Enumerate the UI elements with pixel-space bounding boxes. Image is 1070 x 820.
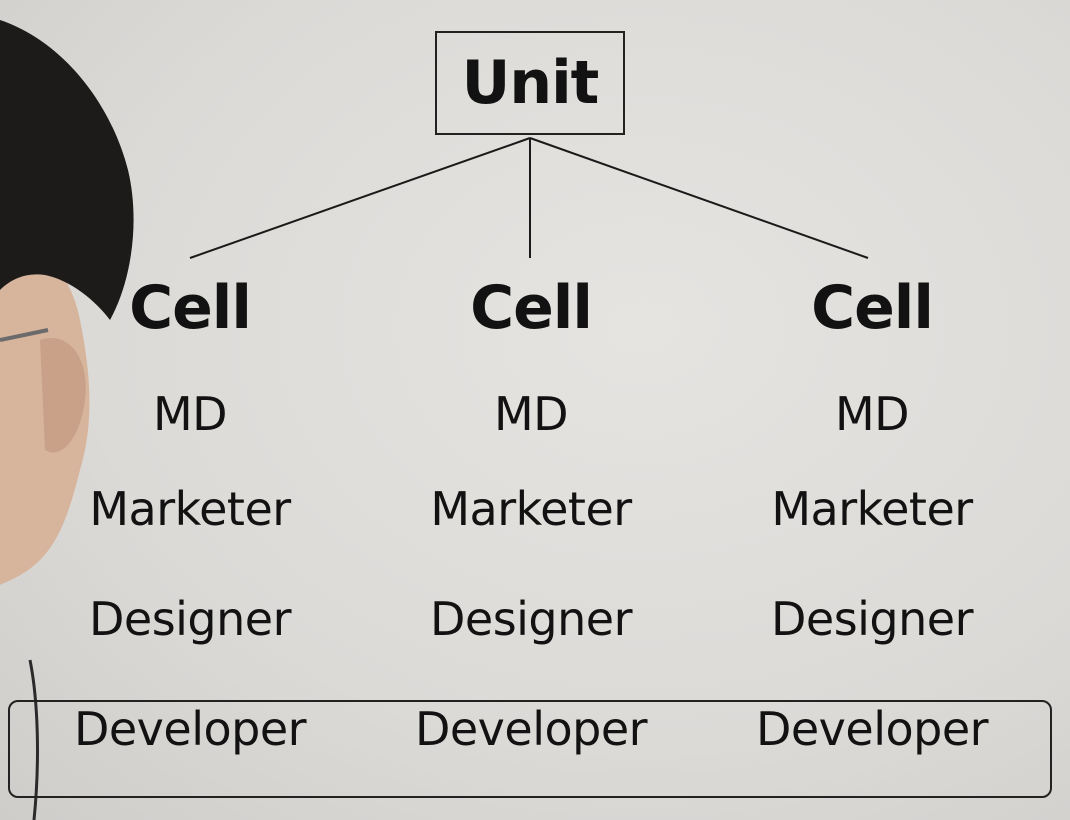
unit-label: Unit (461, 48, 600, 118)
cell-title: Cell (129, 273, 252, 343)
cell-column-1: Cell MD Marketer Designer Developer (40, 272, 340, 784)
presenter-glasses (0, 328, 49, 342)
role-designer: Designer (770, 592, 974, 646)
role-marketer: Marketer (89, 482, 291, 536)
cell-title: Cell (470, 273, 593, 343)
role-md: MD (152, 387, 228, 441)
role-md: MD (493, 387, 569, 441)
cell-column-3: Cell MD Marketer Designer Developer (722, 272, 1022, 784)
role-developer: Developer (755, 702, 989, 756)
presenter-earphone-cable (28, 659, 39, 820)
role-developer: Developer (73, 702, 307, 756)
role-designer: Designer (429, 592, 633, 646)
role-md: MD (834, 387, 910, 441)
presenter-ear (40, 338, 86, 453)
connector-line-left (189, 137, 531, 259)
role-developer: Developer (414, 702, 648, 756)
cell-column-2: Cell MD Marketer Designer Developer (381, 272, 681, 784)
role-marketer: Marketer (430, 482, 632, 536)
cell-title: Cell (811, 273, 934, 343)
presenter-hair (0, 20, 134, 320)
role-marketer: Marketer (771, 482, 973, 536)
role-designer: Designer (88, 592, 292, 646)
developer-row-highlight (8, 700, 1052, 798)
unit-node: Unit (435, 31, 625, 135)
presenter-person (0, 20, 134, 820)
connector-line-right (529, 137, 869, 259)
